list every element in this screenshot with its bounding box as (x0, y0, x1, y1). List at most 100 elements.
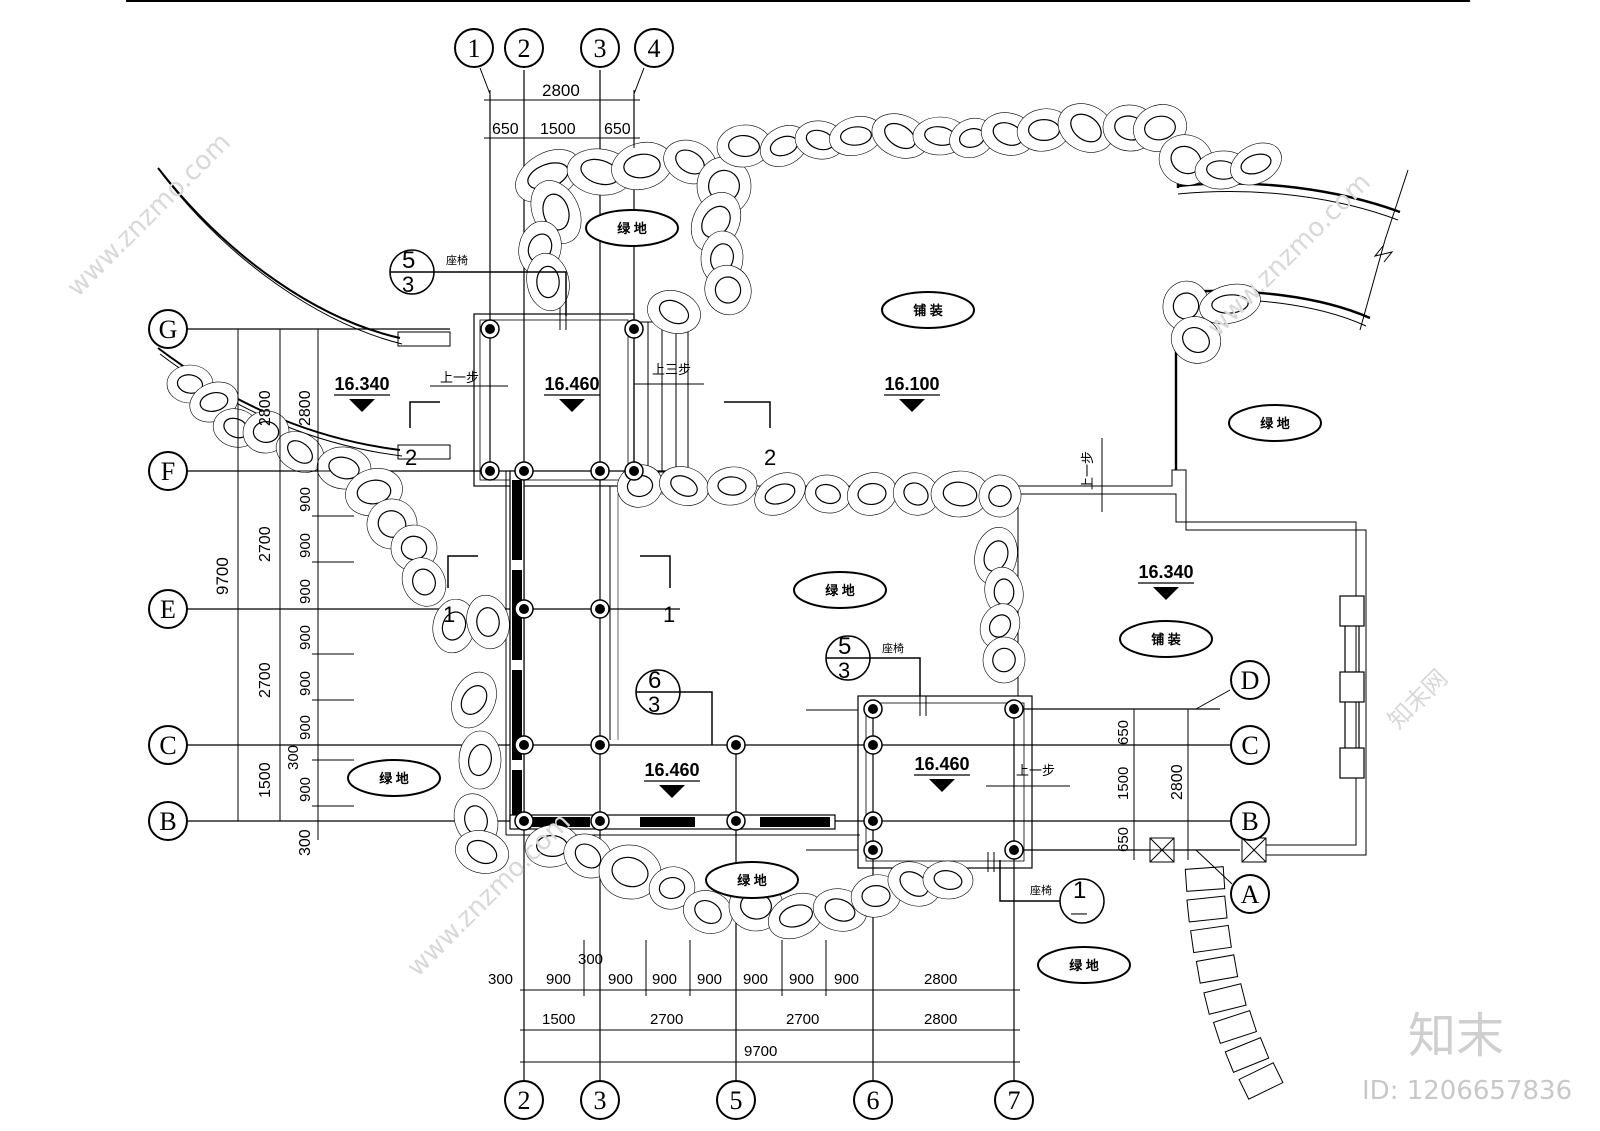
dim-bottom-r1-2: 900 (546, 971, 571, 988)
detail-ref-num-1: 5 (402, 247, 415, 274)
step-label-three: 上三步 (652, 362, 691, 377)
dim-top-part-1: 650 (492, 121, 519, 138)
section-mark-1-right: 1 (663, 602, 675, 627)
grid-bubble-c: C (159, 731, 176, 760)
grid-bubble-right-a: A (1241, 880, 1260, 909)
area-label-green: 绿 地 (1069, 958, 1099, 973)
detail-ref-sheet-3: 3 (838, 658, 850, 683)
detail-ref-sheet-4: — (1071, 905, 1087, 922)
pavilion-top-inner (479, 319, 629, 481)
dim-right-1: 650 (1115, 720, 1132, 745)
grid-bubble-2: 2 (518, 34, 531, 63)
dim-left-mid-2: 2700 (257, 526, 274, 562)
step-label-left: 上一步 (440, 370, 479, 385)
right-paving-edges (1018, 150, 1409, 856)
dim-bottom-r2-1: 1500 (542, 1011, 575, 1028)
area-label-paving: 铺 装 (1151, 632, 1181, 647)
detail-callouts (389, 249, 1105, 924)
section-mark-2-left: 2 (405, 445, 417, 470)
dim-bottom-total: 9700 (744, 1043, 777, 1060)
dim-bottom (520, 940, 1020, 1063)
dim-right-4: 2800 (1169, 764, 1186, 800)
grid-bubble-circles (148, 28, 1270, 1120)
stepping-stones (1184, 866, 1284, 1100)
dim-left-inner-1: 900 (297, 487, 314, 512)
detail-ref-sheet-1: 3 (402, 272, 414, 297)
level-mark: 16.340 (1138, 562, 1193, 582)
step-left-top (397, 331, 451, 347)
grid-bubble-bottom-3: 3 (594, 1086, 607, 1115)
area-label-green: 绿 地 (1260, 416, 1290, 431)
dim-bottom-r2-4: 2800 (924, 1011, 957, 1028)
dim-left-mid-1: 2800 (257, 390, 274, 426)
grid-bubble-right-d: D (1241, 666, 1260, 695)
dim-bottom-r1-10: 2800 (924, 971, 957, 988)
grid-bubble-bottom-5: 5 (730, 1086, 743, 1115)
detail-ref-sheet-2: 3 (648, 692, 660, 717)
dim-top (479, 67, 645, 148)
area-label-paving: 铺 装 (913, 303, 943, 318)
dim-bottom-r1-4: 900 (608, 971, 633, 988)
dim-left-inner-8: 300 (285, 745, 302, 770)
detail-ref-label-1: 座椅 (446, 253, 468, 267)
section-mark-2-right: 2 (764, 445, 776, 470)
dim-left-outer-1: 2800 (297, 390, 314, 426)
area-label-green: 绿 地 (825, 583, 855, 598)
boulder-group (166, 103, 1282, 940)
dim-left-inner-6: 900 (297, 715, 314, 740)
grid-bubble-e: E (160, 595, 176, 624)
pavilion-top-steps (633, 321, 689, 473)
dim-left-outer-2: 300 (297, 829, 314, 856)
grid-bubble-g: G (159, 315, 178, 344)
grid-bubble-right-c: C (1241, 731, 1258, 760)
grid-bubble-right-b: B (1241, 807, 1258, 836)
section-marks (409, 401, 771, 588)
dim-bottom-r1-3: 300 (578, 951, 603, 968)
level-mark: 16.460 (914, 754, 969, 774)
area-label-green: 绿 地 (617, 221, 647, 236)
level-mark-group: 16.340 16.460 16.100 16.340 16.460 16.460 (334, 374, 1194, 798)
dim-bottom-r2-2: 2700 (650, 1011, 683, 1028)
dim-left-total: 9700 (213, 557, 232, 595)
grid-bubble-b: B (159, 807, 176, 836)
dim-bottom-r1-1: 300 (488, 971, 513, 988)
grid-bubble-bottom-2: 2 (518, 1086, 531, 1115)
detail-ref-label-4: 座椅 (1030, 883, 1052, 897)
grid-bubble-4: 4 (648, 34, 661, 63)
area-label-green: 绿 地 (379, 771, 409, 786)
detail-ref-num-2: 6 (648, 667, 661, 694)
dim-right (1126, 689, 1233, 885)
grid-bubble-bottom-7: 7 (1008, 1086, 1021, 1115)
step-left-bottom (397, 444, 451, 460)
area-label-green: 绿 地 (737, 873, 767, 888)
grid-bubble-1: 1 (468, 34, 481, 63)
level-mark: 16.460 (544, 374, 599, 394)
dim-top-part-2: 1500 (540, 121, 576, 138)
level-mark: 16.100 (884, 374, 939, 394)
dim-right-2: 1500 (1115, 767, 1132, 800)
grid-bubble-bottom-6: 6 (867, 1086, 880, 1115)
dim-bottom-r1-6: 900 (697, 971, 722, 988)
dim-left-mid-4: 1500 (257, 762, 274, 798)
watermark-logo: 知末 (1408, 1008, 1505, 1064)
dim-bottom-r1-8: 900 (789, 971, 814, 988)
detail-ref-num-4: 1 (1073, 877, 1086, 904)
dim-left-mid-3: 2700 (257, 662, 274, 698)
level-mark: 16.460 (644, 760, 699, 780)
dim-left-inner-5: 900 (297, 671, 314, 696)
column-group (480, 319, 1024, 860)
detail-ref-label-3: 座椅 (882, 641, 904, 655)
section-mark-1-left: 1 (443, 602, 455, 627)
level-mark: 16.340 (334, 374, 389, 394)
dim-left (232, 328, 354, 840)
step-label-right: 上一步 (1080, 451, 1095, 490)
grid-bubble-3: 3 (594, 34, 607, 63)
dim-bottom-r1-9: 900 (834, 971, 859, 988)
dim-bottom-r2-3: 2700 (786, 1011, 819, 1028)
bench-right (1339, 595, 1365, 779)
dim-top-part-3: 650 (604, 121, 631, 138)
area-label-group: 绿 地铺 装绿 地绿 地铺 装绿 地绿 地绿 地 (347, 209, 1322, 984)
step-label-bottom: 上一步 (1016, 763, 1055, 778)
dim-bottom-r1-5: 900 (652, 971, 677, 988)
